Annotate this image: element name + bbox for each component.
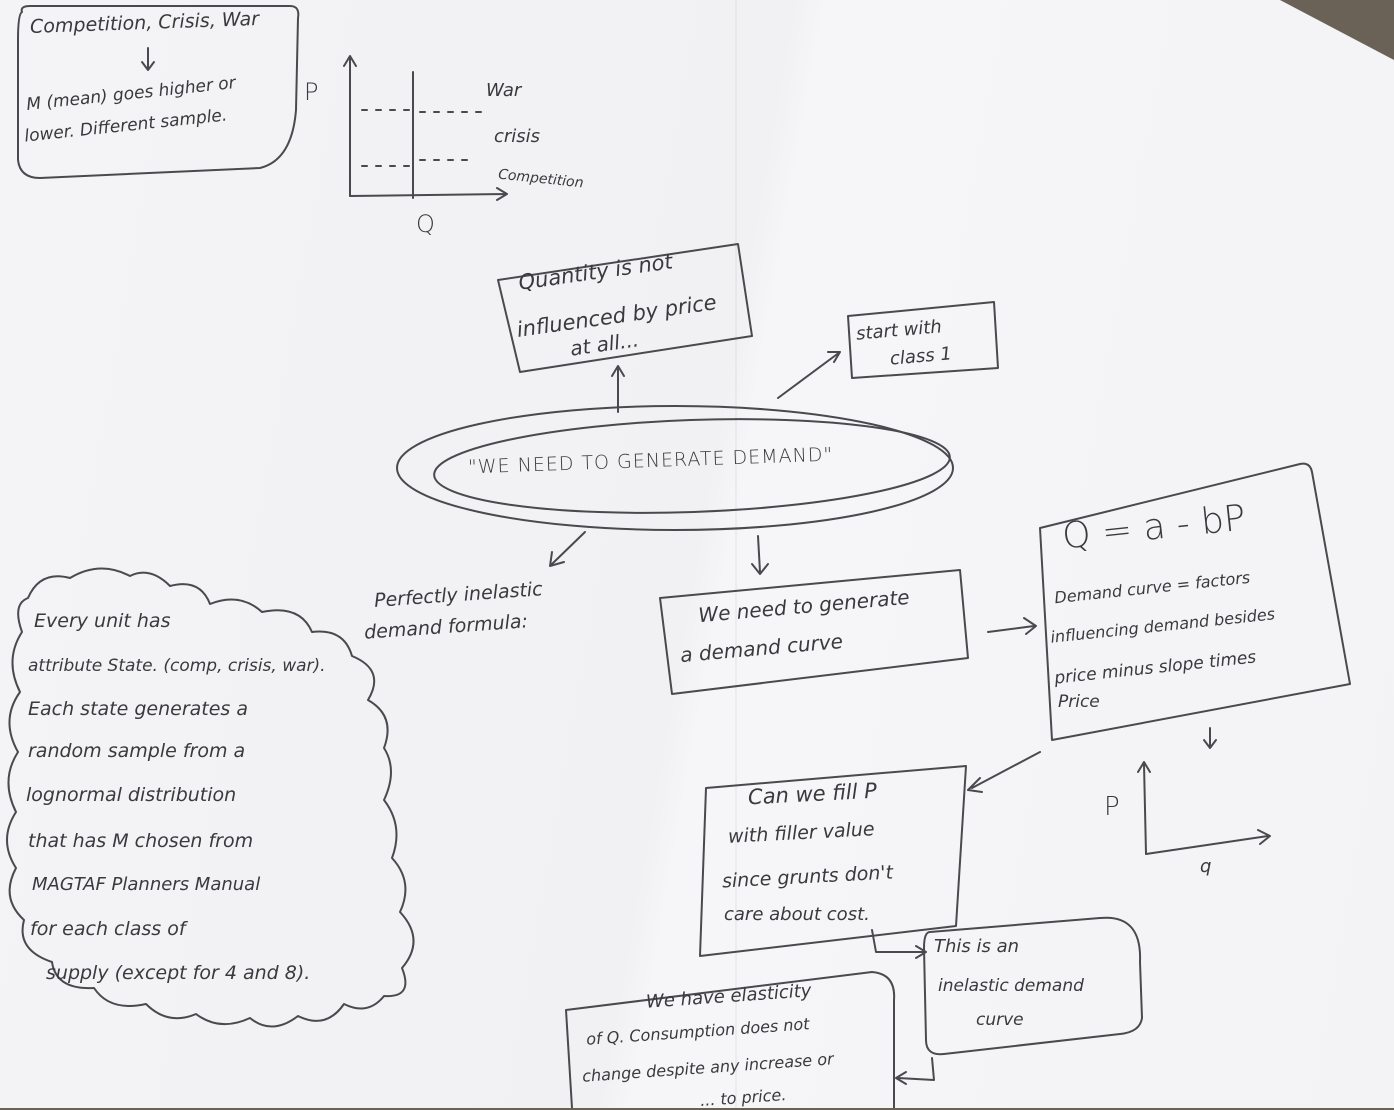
quantity-box-outline	[497, 243, 753, 373]
pq-chart-x-axis	[349, 187, 508, 201]
small-chart-y-label: P	[1104, 792, 1120, 822]
arrow-to-inelastic-label	[549, 531, 586, 567]
demand-curve-box-outline	[659, 569, 969, 695]
arrow-to-quantity-box	[611, 365, 625, 413]
small-chart-x-label: q	[1200, 856, 1212, 877]
arrow-down-from-formula	[1203, 727, 1217, 749]
small-chart-x-axis	[1145, 829, 1271, 855]
arrow-to-inelastic-curve-box	[871, 929, 927, 959]
inelastic-curve-box-line3: curve	[976, 1010, 1024, 1030]
left-cloud-outline	[6, 567, 415, 1028]
formula-box-outline	[1039, 462, 1351, 741]
arrow-to-fill-box	[967, 751, 1041, 793]
fill-box-outline	[699, 765, 967, 957]
inelastic-curve-box-line2: inelastic demand	[938, 976, 1084, 996]
pq-chart-war-level	[361, 109, 491, 113]
inelastic-curve-box-outline	[923, 916, 1143, 1056]
pq-chart-y-axis	[343, 55, 357, 197]
cloud-line-9: supply (except for 4 and 8).	[46, 962, 311, 984]
cloud-line-6: that has M chosen from	[28, 830, 254, 852]
small-chart-y-axis	[1137, 761, 1151, 855]
arrow-to-demand-curve-box	[751, 535, 769, 575]
pq-chart-y-label: P	[304, 78, 319, 106]
cloud-line-1: Every unit has	[34, 610, 171, 632]
cloud-line-7: MAGTAF Planners Manual	[32, 874, 261, 895]
center-ellipse-outer	[396, 405, 954, 531]
cloud-line-3: Each state generates a	[28, 698, 249, 720]
arrow-to-elasticity-box	[895, 1057, 935, 1085]
arrow-to-start-box	[777, 351, 841, 399]
pq-chart-x-label: Q	[416, 210, 435, 238]
inelastic-curve-box-line1: This is an	[934, 936, 1020, 957]
elasticity-box-outline	[565, 971, 896, 1108]
top-left-box-outline	[17, 5, 300, 179]
cloud-line-8: for each class of	[30, 918, 186, 940]
formula-line-4: Price	[1058, 692, 1100, 712]
fill-box-line-4: care about cost.	[724, 904, 870, 925]
pq-chart-level-war: War	[486, 80, 522, 101]
start-box-outline	[847, 301, 999, 379]
center-ellipse-inner	[433, 418, 951, 514]
cloud-line-5: lognormal distribution	[26, 784, 237, 806]
pq-chart-level-crisis: crisis	[494, 126, 541, 147]
paper-fold	[735, 0, 737, 1108]
cloud-line-2: attribute State. (comp, crisis, war).	[28, 656, 326, 676]
cloud-line-4: random sample from a	[28, 740, 246, 762]
down-arrow-icon	[141, 47, 155, 71]
arrow-to-formula-box	[987, 617, 1037, 635]
pq-chart-crisis-level	[361, 159, 471, 167]
